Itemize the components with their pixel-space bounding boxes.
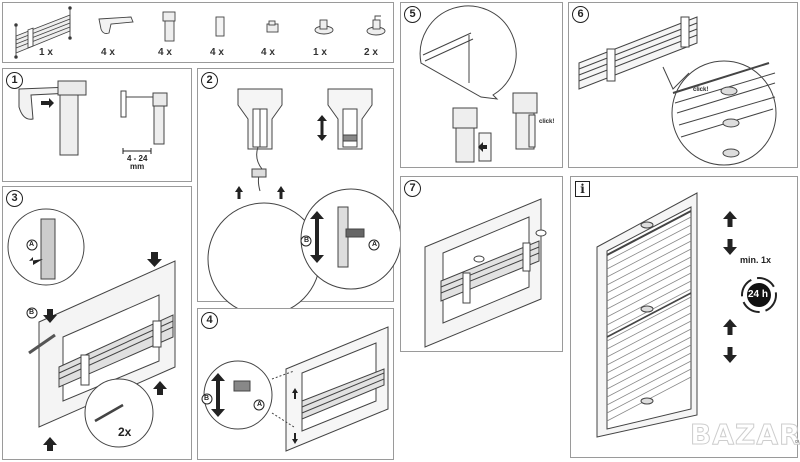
- part-small-clip-drawing: [266, 20, 279, 33]
- label-b: B: [29, 309, 35, 316]
- click-label: click!: [539, 119, 555, 125]
- step-4-illustration: [201, 326, 389, 452]
- info-illustration: [596, 192, 777, 438]
- part-pleated-blind-drawing: [14, 6, 72, 59]
- step-4-panel: 4 B A: [197, 308, 394, 460]
- step-5-illustration: [419, 5, 538, 163]
- info-icon: i: [575, 181, 590, 197]
- step-6-panel: 6 click!: [568, 2, 798, 168]
- step-7-panel: 7: [400, 176, 563, 352]
- step-number: 4: [201, 312, 218, 329]
- step-number: 5: [404, 6, 421, 23]
- up-down-arrow-icon: [211, 373, 225, 417]
- arrow-left-icon: [478, 142, 487, 152]
- arrow-down-icon: [43, 309, 57, 323]
- step-number: 2: [201, 72, 218, 89]
- step-number: 3: [6, 190, 23, 207]
- arrow-up-icon: [43, 437, 57, 451]
- arrow-icons: [235, 115, 327, 263]
- step-2-illustration: [207, 88, 402, 316]
- part-qty: 1 x: [313, 47, 327, 58]
- part-qty: 4 x: [210, 47, 224, 58]
- arrow-up-icon: [153, 381, 167, 395]
- step-6-illustration: [578, 16, 777, 166]
- measurement-range: 4 - 24: [127, 154, 148, 163]
- part-handle-knob-hook-drawing: [366, 15, 386, 36]
- info-panel: i: [570, 176, 798, 458]
- measurement-unit: mm: [130, 162, 145, 171]
- label-a: A: [257, 401, 263, 408]
- arrow-up-icon: [292, 388, 298, 399]
- arrow-down-icon: [147, 252, 162, 267]
- part-qty: 4 x: [261, 47, 275, 58]
- up-down-arrow-icon: [317, 115, 327, 141]
- label-b: B: [204, 395, 210, 402]
- step-number: 6: [572, 6, 589, 23]
- frequency-label: min. 1x: [740, 255, 772, 265]
- part-clip-plate-drawing: [215, 16, 225, 37]
- label-b: B: [304, 237, 310, 244]
- arrow-up-icon: [277, 186, 285, 199]
- step-5-panel: 5 click!: [400, 2, 563, 168]
- part-clamp-holder-drawing: [162, 11, 176, 42]
- step-2-panel: 2 B A: [197, 68, 402, 316]
- clock-label: 24 h: [748, 289, 769, 300]
- arrow-right-icon: [41, 98, 54, 108]
- arrow-left-icon: [29, 257, 43, 265]
- step-number: 7: [404, 180, 421, 197]
- parts-panel: 1 x 4 x 4 x 4 x 4 x 1 x 2 x: [2, 2, 394, 63]
- repeat-count: 2x: [118, 425, 132, 439]
- part-bracket-arm-drawing: [98, 16, 134, 34]
- arrow-up-icon: [723, 319, 737, 335]
- up-down-arrow-icon: [310, 211, 324, 263]
- step-3-panel: 3 A B 2x: [2, 186, 192, 460]
- label-a: A: [372, 241, 378, 248]
- arrow-down-icon: [292, 433, 298, 444]
- step-7-illustration: [424, 198, 547, 348]
- click-label: click!: [693, 87, 709, 93]
- part-handle-knob-drawing: [314, 19, 334, 35]
- arrow-down-icon: [723, 239, 737, 255]
- step-1-illustration: [18, 80, 168, 156]
- part-qty: 1 x: [39, 47, 53, 58]
- step-3-illustration: [7, 208, 176, 451]
- arrow-up-icon: [723, 211, 737, 227]
- arrow-up-icon: [235, 186, 243, 199]
- parts-illustrations: [14, 6, 386, 59]
- clock-24h-icon: [741, 277, 777, 313]
- arrow-down-icon: [723, 347, 737, 363]
- step-1-panel: 1 4 - 24 mm: [2, 68, 192, 182]
- part-qty: 2 x: [364, 47, 378, 58]
- part-qty: 4 x: [158, 47, 172, 58]
- label-a: A: [29, 241, 35, 248]
- side-code: 8: [793, 440, 799, 443]
- step-number: 1: [6, 72, 23, 89]
- watermark: BAZAR: [690, 418, 800, 452]
- part-qty: 4 x: [101, 47, 115, 58]
